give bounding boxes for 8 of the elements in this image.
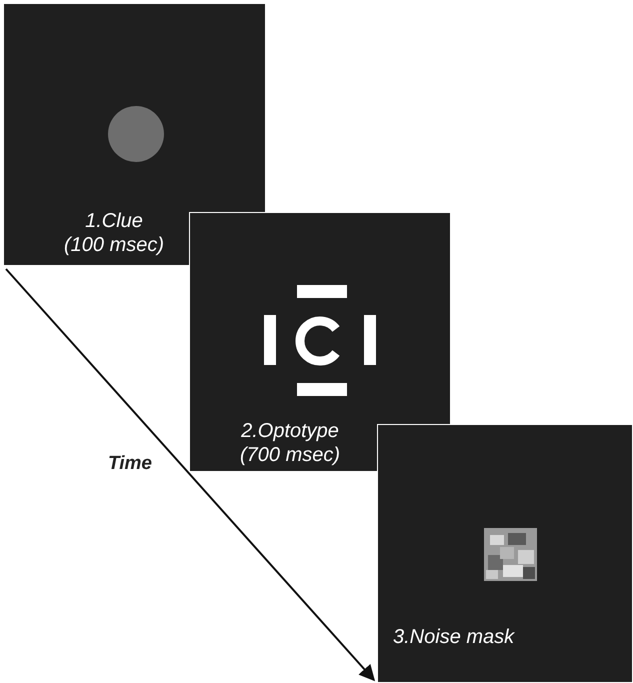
stimulus-panel (3, 3, 266, 266)
panel-caption: 3.Noise mask (393, 625, 516, 649)
panel-caption: 2.Optotype (700 msec) (238, 419, 342, 467)
panel-caption: 1.Clue (100 msec) (62, 209, 166, 257)
axis-label: Time (108, 453, 152, 475)
stimulus-panel (377, 424, 633, 683)
arrow (5, 268, 376, 682)
stimulus-panel (189, 212, 451, 472)
